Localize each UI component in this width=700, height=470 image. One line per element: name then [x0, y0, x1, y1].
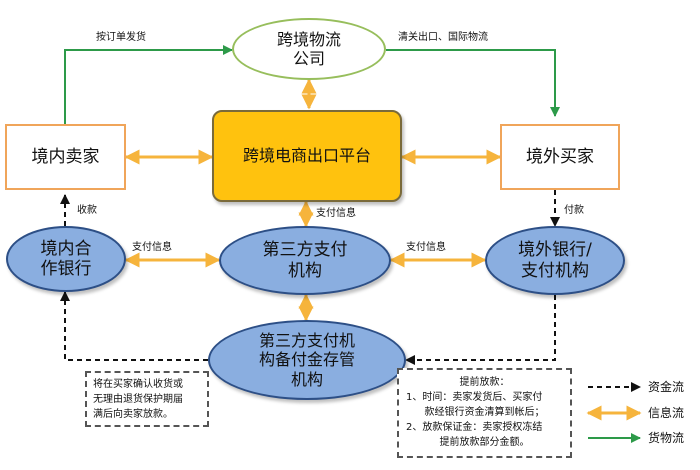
- label-collect-payment: 收款: [77, 205, 97, 216]
- node-domestic-bank-line2: 作银行: [40, 259, 92, 279]
- node-foreign-buyer: 境外买家: [500, 124, 620, 190]
- node-escrow-line3: 机构: [290, 369, 323, 389]
- label-pay: 付款: [564, 205, 584, 216]
- label-customs-intl: 清关出口、国际物流: [398, 32, 488, 43]
- node-logistics: 跨境物流 公司: [232, 18, 386, 80]
- funds-flow-escrow-to-domestic-bank: [60, 291, 208, 361]
- note-release-line1: 将在买家确认收货或: [93, 379, 183, 390]
- node-platform-label: 跨境电商出口平台: [242, 146, 371, 166]
- funds-flow-foreign-bank-to-escrow: [405, 295, 556, 365]
- legend-info-label: 信息流: [648, 406, 685, 420]
- node-foreign-bank-line1: 境外银行/: [518, 240, 592, 261]
- node-logistics-line2: 公司: [292, 49, 325, 68]
- label-payment-info-right: 支付信息: [406, 242, 446, 253]
- goods-flow-logistics-to-buyer: [386, 49, 560, 117]
- note-early-line2: 1、时间：卖家发货后、买家付: [406, 392, 543, 403]
- note-early-line4: 2、放款保证金：卖家授权冻结: [406, 422, 543, 433]
- note-early-line3: 款经银行资金清算到帐后；: [424, 407, 545, 418]
- node-escrow-line1: 第三方支付机: [258, 331, 355, 351]
- note-release-line2: 无理由退货保护期届: [93, 394, 183, 405]
- node-foreign-bank: 境外银行/ 支付机构: [485, 226, 625, 295]
- legend-funds-label: 资金流: [648, 380, 685, 394]
- note-release-on-confirm: 将在买家确认收货或 无理由退货保护期届 满后向卖家放款。: [85, 371, 209, 427]
- node-escrow: 第三方支付机 构备付金存管 机构: [208, 320, 406, 400]
- node-domestic-bank-line1: 境内合: [40, 238, 92, 259]
- note-early-line1: 提前放款：: [459, 377, 510, 388]
- node-third-party-payment: 第三方支付 机构: [219, 226, 391, 295]
- node-escrow-line2: 构备付金存管: [258, 350, 355, 370]
- note-early-line5: 提前放款部分金额。: [439, 437, 530, 448]
- node-third-party-payment-line1: 第三方支付: [262, 240, 348, 261]
- node-domestic-seller: 境内卖家: [5, 124, 126, 190]
- node-platform: 跨境电商出口平台: [212, 110, 402, 202]
- node-third-party-payment-line2: 机构: [288, 260, 322, 281]
- node-domestic-bank: 境内合 作银行: [6, 226, 126, 292]
- goods-flow-seller-to-logistics: [64, 45, 233, 124]
- node-foreign-bank-line2: 支付机构: [521, 260, 589, 281]
- node-foreign-buyer-label: 境外买家: [526, 146, 594, 167]
- note-release-line3: 满后向卖家放款。: [93, 409, 173, 420]
- label-payment-info-left: 支付信息: [132, 242, 172, 253]
- label-payment-info-top: 支付信息: [316, 208, 356, 219]
- legend-goods-label: 货物流: [648, 431, 685, 445]
- node-logistics-line1: 跨境物流: [276, 29, 341, 49]
- label-order-ship: 按订单发货: [96, 32, 146, 43]
- node-domestic-seller-label: 境内卖家: [31, 146, 100, 167]
- note-early-release: 提前放款： 1、时间：卖家发货后、买家付 款经银行资金清算到帐后； 2、放款保证…: [397, 368, 572, 458]
